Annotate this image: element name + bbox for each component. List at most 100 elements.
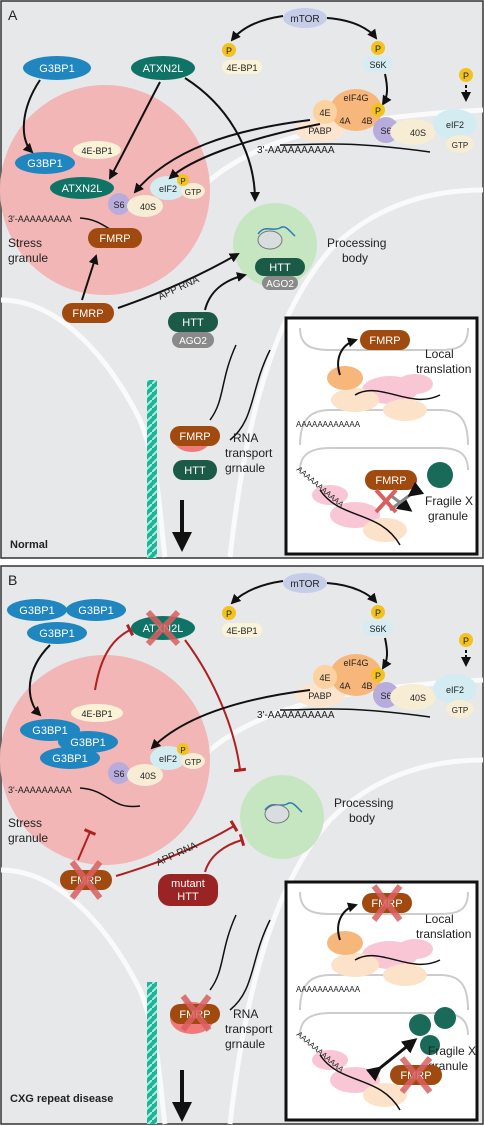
4e-bp1-protein xyxy=(222,623,262,637)
blocked-x-icon xyxy=(374,488,398,514)
svg-text:4E-BP1: 4E-BP1 xyxy=(226,63,257,73)
processing-body-label-1: Processing xyxy=(327,236,386,250)
gtp-molecule xyxy=(446,700,474,718)
s6k-kinase xyxy=(363,620,393,636)
svg-text:G3BP1: G3BP1 xyxy=(19,605,54,617)
svg-text:GTP: GTP xyxy=(452,706,468,715)
inhibition-line xyxy=(94,623,135,691)
phospho-icon xyxy=(371,668,385,682)
svg-text:mutant: mutant xyxy=(171,878,205,890)
local-translation-label-2: translation xyxy=(416,927,471,941)
g3bp1-protein xyxy=(23,56,91,80)
processing-body-label-2: body xyxy=(342,251,368,265)
svg-text:P: P xyxy=(375,106,381,116)
svg-text:FMRP: FMRP xyxy=(369,335,400,347)
processing-body-label-1: Processing xyxy=(334,796,393,810)
microtubule xyxy=(147,982,157,1124)
svg-text:HTT: HTT xyxy=(269,262,291,274)
svg-text:GTP: GTP xyxy=(452,141,468,150)
svg-text:P: P xyxy=(375,608,381,618)
fmrp-protein xyxy=(88,228,142,248)
panel-a-condition: Normal xyxy=(10,539,48,551)
svg-text:FMRP: FMRP xyxy=(72,308,103,320)
microtubule xyxy=(147,380,157,558)
fragile-x-label-2: granule xyxy=(428,509,468,523)
svg-text:P: P xyxy=(463,636,469,646)
inhibition-line xyxy=(77,828,97,861)
svg-text:S6K: S6K xyxy=(369,624,386,634)
inhibition-line xyxy=(184,639,247,773)
phospho-icon xyxy=(371,41,385,55)
htt-protein xyxy=(173,460,217,480)
svg-text:ATXN2L: ATXN2L xyxy=(62,183,103,195)
svg-text:S6: S6 xyxy=(113,769,124,779)
svg-text:S6: S6 xyxy=(113,200,124,210)
inhibition-line xyxy=(204,833,246,873)
eif2-protein xyxy=(433,674,477,704)
panel-b-condition: CXG repeat disease xyxy=(10,1093,113,1105)
svg-text:4E-BP1: 4E-BP1 xyxy=(226,626,257,636)
4e-bp1-protein xyxy=(71,704,123,722)
svg-text:eIF2: eIF2 xyxy=(159,184,177,194)
fragile-x-label-1: Fragile X xyxy=(428,1044,476,1058)
svg-text:P: P xyxy=(226,46,232,56)
svg-text:4E: 4E xyxy=(319,108,330,118)
mtor-kinase xyxy=(283,573,327,593)
phospho-icon xyxy=(177,743,189,755)
ago2-protein xyxy=(262,276,298,290)
polya-tail: 3'-AAAAAAAAAA xyxy=(257,145,335,156)
fragile-x-granule xyxy=(409,1014,431,1036)
svg-text:4E: 4E xyxy=(319,673,330,683)
g3bp1-protein xyxy=(40,747,100,769)
sg-polya-tail: 3'-AAAAAAAAA xyxy=(8,214,72,224)
svg-text:P: P xyxy=(180,177,185,186)
mtor-kinase xyxy=(283,8,327,28)
blocked-x-icon xyxy=(371,884,403,922)
g3bp1-protein xyxy=(15,152,75,174)
4e-protein xyxy=(313,100,337,124)
synapse-inset xyxy=(284,316,479,556)
stress-granule-label-1: Stress xyxy=(8,816,42,830)
g3bp1-protein xyxy=(66,599,126,621)
svg-text:AGO2: AGO2 xyxy=(179,336,207,347)
panel-a: A Stress granule Processing body G3BP1 A… xyxy=(0,0,484,559)
svg-text:40S: 40S xyxy=(410,693,426,703)
40s-subunit xyxy=(390,119,436,145)
svg-text:HTT: HTT xyxy=(182,317,204,329)
phospho-icon xyxy=(222,43,236,57)
svg-text:P: P xyxy=(375,671,381,681)
sg-polya-tail: 3'-AAAAAAAAA xyxy=(8,785,72,795)
svg-text:P: P xyxy=(463,71,469,81)
svg-text:AGO2: AGO2 xyxy=(266,279,294,290)
svg-text:4A: 4A xyxy=(339,116,350,126)
svg-text:eIF2: eIF2 xyxy=(159,754,177,764)
s6-protein xyxy=(108,762,130,784)
svg-text:mTOR: mTOR xyxy=(290,579,319,590)
svg-text:GTP: GTP xyxy=(185,188,201,197)
svg-text:40S: 40S xyxy=(140,202,156,212)
svg-text:40S: 40S xyxy=(140,771,156,781)
svg-text:HTT: HTT xyxy=(184,465,206,477)
inset-polya-tail: AAAAAAAAAAAA xyxy=(296,420,361,429)
40s-subunit xyxy=(127,764,163,786)
svg-text:ATXN2L: ATXN2L xyxy=(143,63,184,75)
fragile-x-granule xyxy=(420,1035,440,1055)
panel-b-letter: B xyxy=(8,572,17,588)
stress-granule-label-1: Stress xyxy=(8,236,42,250)
svg-text:S6: S6 xyxy=(380,126,391,136)
40s-subunit xyxy=(127,195,163,217)
phospho-icon xyxy=(459,68,473,82)
pabp-protein xyxy=(295,118,345,142)
svg-text:P: P xyxy=(226,609,232,619)
processing-body-label-2: body xyxy=(349,811,375,825)
svg-text:P: P xyxy=(375,44,381,54)
fragile-x-label-1: Fragile X xyxy=(425,494,473,508)
svg-text:eIF4G: eIF4G xyxy=(343,93,368,103)
eif4g-protein xyxy=(330,89,382,131)
stress-granule-label-2: granule xyxy=(8,251,48,265)
svg-text:G3BP1: G3BP1 xyxy=(52,753,87,765)
svg-text:HTT: HTT xyxy=(177,891,199,903)
g3bp1-protein xyxy=(27,622,87,644)
svg-text:S6: S6 xyxy=(380,691,391,701)
svg-text:FMRP: FMRP xyxy=(179,431,210,443)
